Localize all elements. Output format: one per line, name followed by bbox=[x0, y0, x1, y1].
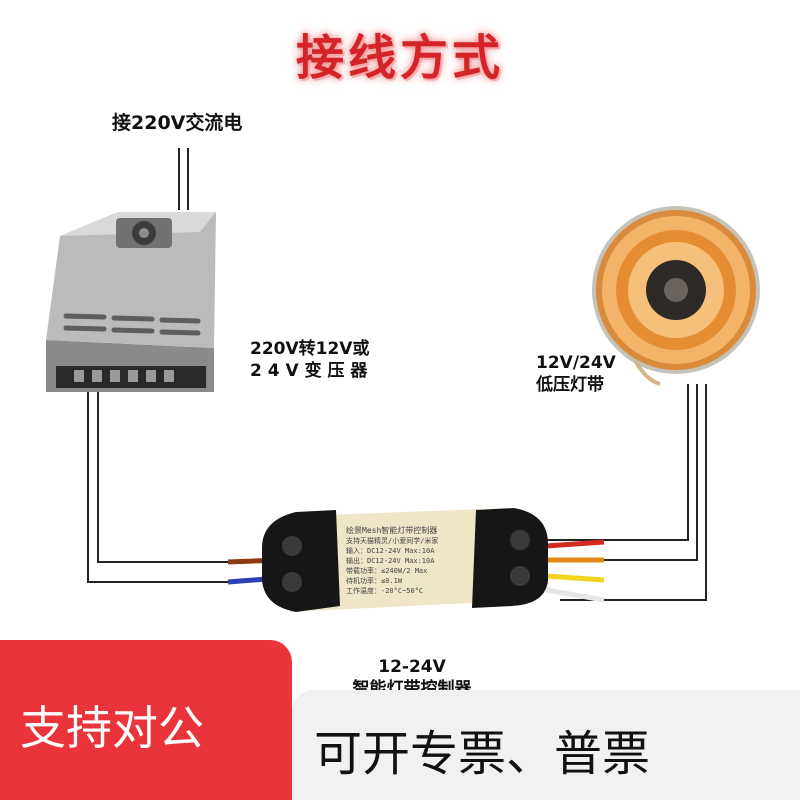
controller-sticker: 绘景Mesh智能灯带控制器 支持天猫精灵/小爱同学/米家 输入：DC12-24V… bbox=[346, 526, 474, 596]
transformer-label-line2: 2 4 V 变 压 器 bbox=[250, 361, 368, 381]
led-strip-label-line1: 12V/24V bbox=[536, 353, 616, 373]
page-title: 接线方式 bbox=[295, 30, 504, 86]
banner-left: 支持对公 bbox=[0, 640, 292, 800]
sticker-line7: 工作温度：-20°C~50°C bbox=[346, 587, 424, 595]
sticker-line3: 输入：DC12-24V Max:10A bbox=[346, 547, 435, 555]
ac-input-label: 接220V交流电 bbox=[112, 112, 243, 134]
banner-left-text: 支持对公 bbox=[20, 701, 204, 755]
controller-label-line1: 12-24V bbox=[378, 657, 446, 677]
sticker-line5: 带载功率：≤240W/2 Max bbox=[346, 567, 428, 575]
controller-box-icon bbox=[262, 508, 548, 612]
sticker-line6: 待机功率：≤0.1W bbox=[346, 577, 403, 585]
led-strip-label-line2: 低压灯带 bbox=[536, 375, 604, 395]
sticker-line1: 绘景Mesh智能灯带控制器 bbox=[346, 526, 438, 535]
transformer-label: 220V转12V或 2 4 V 变 压 器 bbox=[250, 338, 369, 382]
led-strip-label: 12V/24V 低压灯带 bbox=[536, 352, 616, 396]
transformer-label-line1: 220V转12V或 bbox=[250, 339, 370, 359]
sticker-line4: 输出：DC12-24V Max:10A bbox=[346, 557, 435, 565]
banner-right: 可开专票、普票 bbox=[292, 690, 800, 800]
sticker-line2: 支持天猫精灵/小爱同学/米家 bbox=[346, 537, 439, 545]
led-strip-reel-icon bbox=[592, 206, 760, 386]
power-supply-icon bbox=[46, 212, 216, 392]
banner-right-text: 可开专票、普票 bbox=[314, 726, 651, 782]
